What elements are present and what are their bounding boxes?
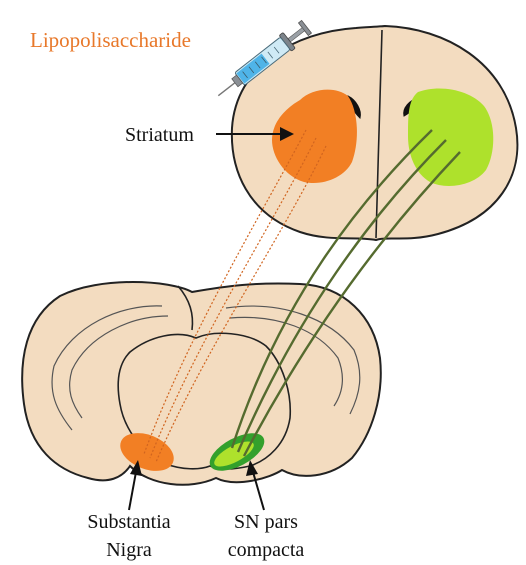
substantia-nigra-label-line2: Nigra bbox=[106, 539, 152, 561]
sn-pars-compacta-label-line2: compacta bbox=[228, 539, 305, 561]
sn-pars-compacta-label-line1: SN pars bbox=[234, 511, 298, 533]
striatum-healthy bbox=[408, 88, 493, 186]
striatum-label: Striatum bbox=[125, 124, 194, 146]
midbrain-section-outline bbox=[22, 282, 381, 485]
midbrain-section bbox=[22, 282, 381, 485]
injected-compound-label: Lipopolisaccharide bbox=[30, 28, 191, 52]
substantia-nigra-pointer-line bbox=[129, 472, 136, 510]
substantia-nigra-label-line1: Substantia bbox=[87, 511, 170, 533]
